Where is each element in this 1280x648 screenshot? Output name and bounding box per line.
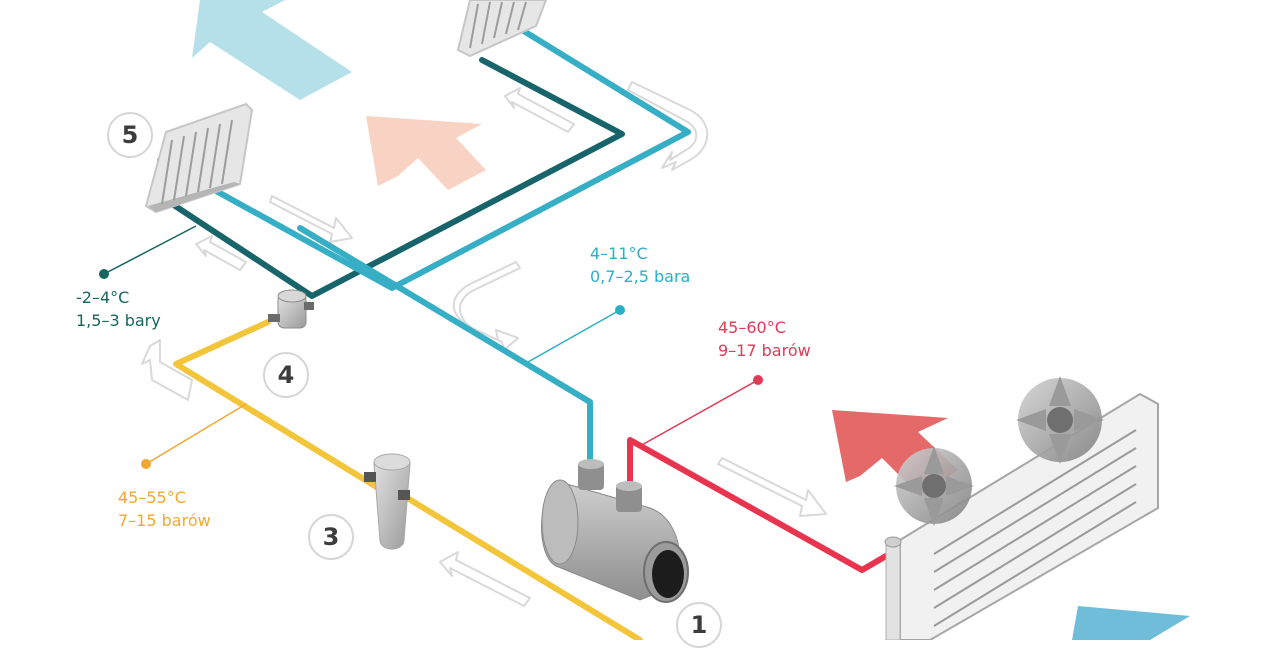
airflow-arrow-top-left [192,0,352,100]
component-number-1: 1 [676,602,722,648]
component-number-4: 4 [263,352,309,398]
condenser-component [884,392,1159,640]
leader-dot-suction [615,305,625,315]
leader-dot-evaporator [99,269,109,279]
label-suction-pressure: 0,7–2,5 bara [590,267,691,286]
airflow-arrow-cool-bottom-right [1072,606,1190,640]
receiver-drier-component [364,453,411,550]
evaporator-component [144,102,254,214]
flow-arrows [141,81,827,607]
refrigerant-lines [157,11,889,640]
expansion-valve-component [268,289,314,329]
line-liquid [173,319,391,497]
condenser-fan-2 [1016,376,1104,464]
label-discharge-temp: 45–60°C [718,318,786,337]
label-liquid-temp: 45–55°C [118,488,186,507]
line-liquid-to-drier [401,493,643,640]
label-discharge-pressure: 9–17 barów [718,341,811,360]
label-evaporator-temp: -2–4°C [76,288,130,307]
condenser-fan-1 [894,446,974,526]
label-suction-temp: 4–11°C [590,244,648,263]
label-evaporator-out: -2–4°C 1,5–3 bary [76,286,161,332]
leader-lines [99,225,763,469]
leader-dot-discharge [753,375,763,385]
label-liquid-pressure: 7–15 barów [118,511,211,530]
label-evaporator-pressure: 1,5–3 bary [76,311,161,330]
line-discharge [627,437,889,573]
line-evaporator-to-valve [157,57,625,299]
line-suction [157,11,691,291]
leader-dot-liquid [141,459,151,469]
line-suction-down [297,225,593,469]
label-liquid: 45–55°C 7–15 barów [118,486,211,532]
top-heat-exchanger [456,0,548,58]
label-discharge: 45–60°C 9–17 barów [718,316,811,362]
component-number-3: 3 [308,514,354,560]
compressor-component [540,459,689,603]
label-suction: 4–11°C 0,7–2,5 bara [590,242,690,288]
airflow-arrow-warm-center [366,116,486,190]
component-number-5: 5 [107,112,153,158]
